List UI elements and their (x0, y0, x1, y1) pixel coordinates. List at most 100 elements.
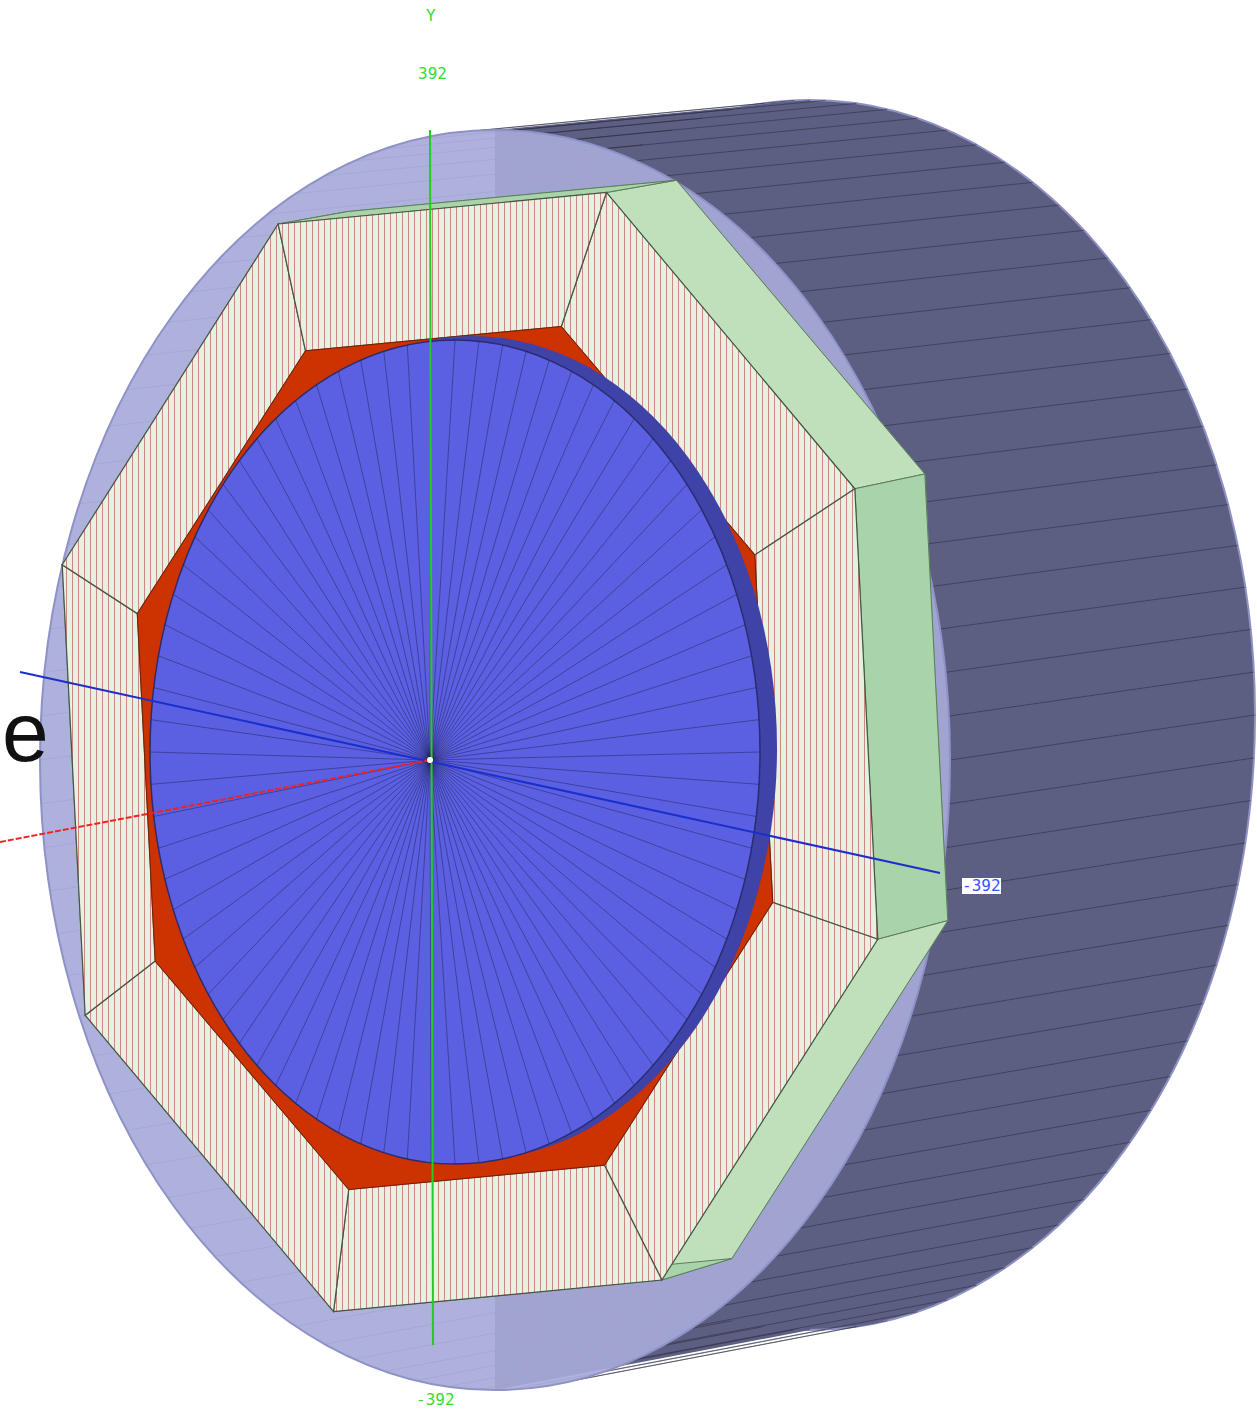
mesh-line (511, 100, 826, 130)
disk-spokes (150, 340, 760, 1164)
mesh-line (881, 1041, 1188, 1094)
spoke-line (430, 760, 702, 994)
spoke-line (430, 752, 760, 760)
spoke-line (361, 760, 430, 1144)
spoke-line (173, 594, 430, 760)
mesh-line (723, 182, 1033, 214)
spoke-line (208, 510, 430, 760)
spoke-line (165, 760, 430, 879)
spoke-line (430, 760, 572, 1133)
spoke-line (430, 760, 634, 1085)
spoke-line (430, 760, 653, 1065)
mesh-line (863, 354, 1170, 390)
x-axis (0, 760, 430, 842)
mesh-line (799, 1172, 1107, 1228)
cropped-text: e (2, 690, 49, 774)
mesh-line (923, 505, 1229, 545)
mesh-line (775, 1200, 1084, 1257)
spoke-line (154, 688, 430, 760)
disk-face (150, 340, 760, 1164)
mesh-line (605, 118, 918, 148)
spoke-line (361, 360, 430, 760)
mesh-line (949, 672, 1254, 716)
mesh-line (844, 1110, 1151, 1165)
mesh-line (897, 1004, 1203, 1056)
y-axis (430, 130, 433, 1345)
spoke-line (430, 341, 479, 760)
mesh-line (799, 258, 1107, 292)
spoke-line (430, 401, 614, 760)
module-trapezoid (334, 1165, 662, 1311)
cylinder-front-rim (40, 130, 950, 1390)
mesh-line (950, 715, 1255, 760)
spoke-line (430, 760, 526, 1153)
origin-dot (427, 757, 433, 763)
spoke-line (430, 565, 727, 760)
spoke-line (257, 760, 430, 1065)
spoke-line (430, 351, 526, 760)
spoke-line (407, 345, 430, 760)
module-trapezoids (62, 192, 878, 1311)
spoke-line (430, 760, 671, 1043)
spoke-line (317, 760, 430, 1119)
mesh-line (881, 389, 1188, 426)
spoke-line (430, 371, 572, 760)
spoke-line (430, 419, 634, 760)
mesh-line (665, 145, 976, 176)
spoke-line (276, 760, 430, 1085)
axis-tick: 392 (418, 66, 447, 82)
spoke-line (430, 760, 593, 1119)
axis-tick: -392 (962, 878, 1001, 894)
axis-name: Y (426, 8, 436, 24)
mesh-line (949, 758, 1254, 804)
spoke-line (430, 760, 752, 848)
spoke-line (195, 760, 430, 967)
spoke-line (317, 385, 430, 760)
spoke-line (195, 537, 430, 760)
mesh-line (775, 230, 1084, 263)
spoke-line (430, 760, 737, 910)
spoke-line (430, 461, 671, 760)
spoke-line (430, 385, 593, 760)
spoke-line (183, 760, 430, 939)
spoke-line (430, 688, 756, 760)
spoke-line (223, 484, 430, 760)
spoke-line (430, 760, 503, 1159)
mesh-line (749, 205, 1058, 238)
mesh-line (863, 1076, 1170, 1130)
spoke-line (430, 656, 752, 760)
spoke-line (430, 760, 727, 939)
mesh-line (940, 587, 1245, 629)
spoke-line (223, 760, 430, 1020)
spoke-line (430, 360, 549, 760)
mesh-line (822, 1142, 1130, 1197)
spoke-line (430, 760, 614, 1103)
spoke-line (430, 760, 455, 1164)
z-axis (20, 672, 940, 873)
spoke-line (430, 537, 715, 760)
spoke-line (384, 351, 430, 760)
spoke-line (183, 565, 430, 760)
mesh-line (946, 629, 1251, 672)
mesh-line (694, 162, 1005, 194)
mesh-line (822, 288, 1130, 323)
mesh-line (574, 109, 887, 139)
spoke-line (338, 760, 430, 1133)
cylinder-mesh (40, 100, 1255, 1389)
spoke-line (158, 656, 430, 760)
mesh-line (923, 925, 1229, 975)
spoke-line (430, 625, 745, 760)
spoke-line (257, 439, 430, 760)
mesh-line (946, 801, 1251, 848)
axis-tick: -392 (416, 1392, 455, 1408)
spoke-line (430, 760, 756, 816)
spoke-line (173, 760, 430, 910)
spoke-line (151, 720, 430, 760)
spoke-line (338, 371, 430, 760)
spoke-line (430, 594, 737, 760)
octagon-side-faces (62, 180, 948, 1311)
spoke-line (430, 340, 455, 760)
spoke-line (165, 625, 430, 760)
